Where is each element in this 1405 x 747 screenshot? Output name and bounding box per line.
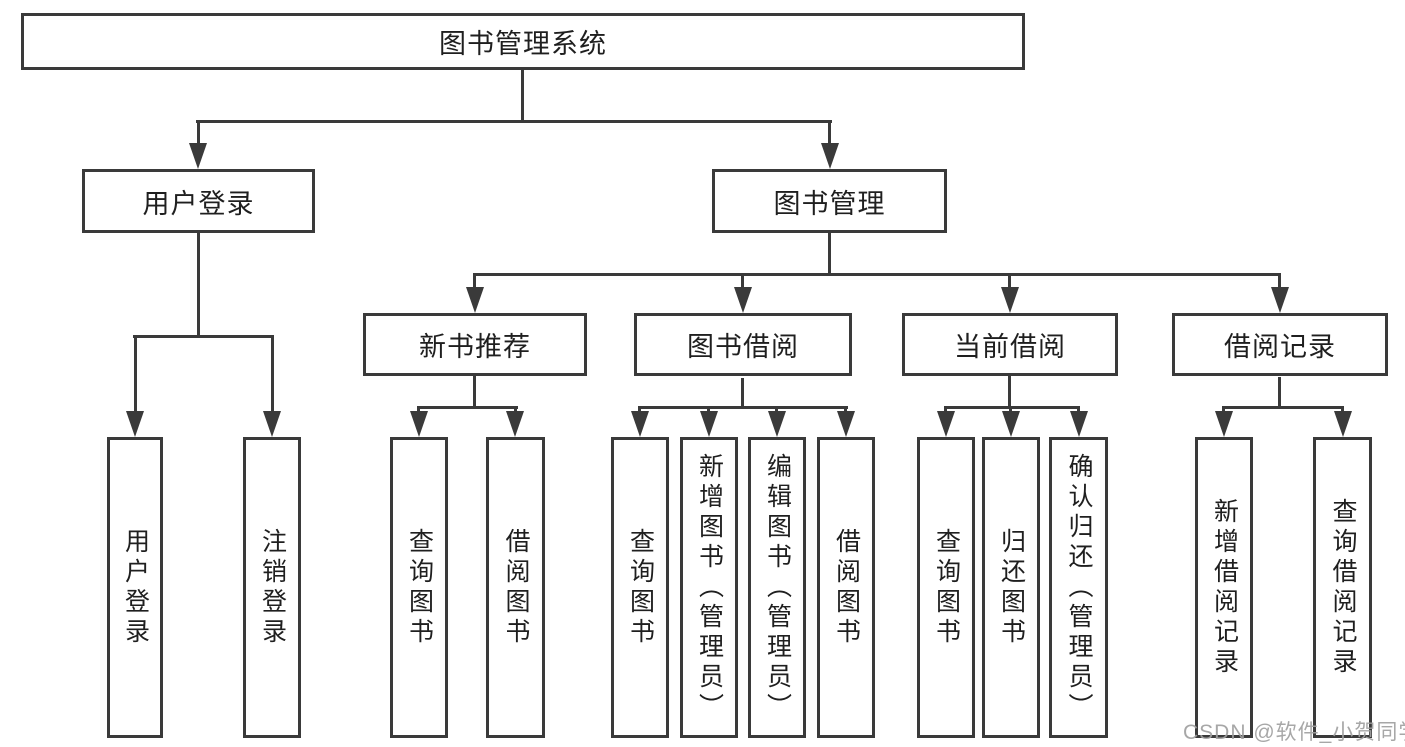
node-user-login: 用户登录 [82,169,315,233]
arrow-down-icon [410,411,428,437]
arrow-down-icon [466,287,484,313]
leaf-label: 注销登录 [258,527,287,648]
connector-borrow-record-drop-1 [1222,406,1225,414]
connector-book-borrow-drop-2 [707,406,710,414]
leaf-query-books-1: 查询图书 [390,437,448,738]
node-label: 图书借阅 [687,332,799,362]
arrow-down-icon [837,411,855,437]
arrow-down-icon [1002,411,1020,437]
leaf-query-books-2: 查询图书 [611,437,669,738]
connector-book-borrow-horizontal [638,406,848,409]
node-book-management: 图书管理 [712,169,947,233]
arrow-down-icon [1070,411,1088,437]
connector-book-mgmt-drop-2 [741,273,744,290]
connector-new-book-drop-1 [417,406,420,414]
connector-book-borrow-drop-4 [844,406,847,414]
node-label: 新书推荐 [419,332,531,362]
connector-root-drop-right [828,120,831,146]
node-root-system: 图书管理系统 [21,13,1025,70]
connector-new-book-horizontal [417,406,518,409]
connector-new-book-vertical [473,375,476,408]
leaf-return-book: 归还图书 [982,437,1040,738]
leaf-label: 编辑图书（管理员） [763,452,792,723]
connector-new-book-drop-2 [514,406,517,414]
connector-current-borrow-drop-1 [944,406,947,414]
leaf-label: 归还图书 [997,527,1026,648]
node-new-book-recommend: 新书推荐 [363,313,587,376]
connector-root-drop-left [197,120,200,146]
leaf-label: 用户登录 [121,527,150,648]
leaf-label: 确认归还（管理员） [1065,452,1093,723]
connector-book-mgmt-vertical [828,233,831,275]
leaf-add-borrow-record: 新增借阅记录 [1195,437,1253,738]
connector-user-login-vertical [197,233,200,337]
connector-user-login-drop-1 [134,335,137,415]
arrow-down-icon [821,143,839,169]
leaf-borrow-books-1: 借阅图书 [486,437,545,738]
leaf-confirm-return-admin: 确认归还（管理员） [1049,437,1108,738]
arrow-down-icon [734,287,752,313]
leaf-label: 查询图书 [932,527,961,648]
connector-current-borrow-drop-2 [1009,406,1012,414]
connector-current-borrow-vertical [1008,376,1011,408]
leaf-label: 查询图书 [405,527,434,648]
leaf-label: 查询图书 [626,527,655,648]
arrow-down-icon [1215,411,1233,437]
connector-book-borrow-drop-1 [638,406,641,414]
leaf-label: 借阅图书 [832,527,861,648]
csdn-watermark: CSDN @软件_小贺同学 [1183,721,1405,744]
arrow-down-icon [506,411,524,437]
connector-user-login-horizontal [133,335,274,338]
connector-borrow-record-horizontal [1222,406,1344,409]
connector-user-login-drop-2 [271,335,274,415]
arrow-down-icon [1334,411,1352,437]
arrow-down-icon [631,411,649,437]
leaf-query-books-3: 查询图书 [917,437,975,738]
leaf-logout: 注销登录 [243,437,301,738]
arrow-down-icon [189,143,207,169]
connector-book-mgmt-horizontal [473,273,1281,276]
node-label: 用户登录 [142,188,255,219]
leaf-add-book-admin: 新增图书（管理员） [680,437,738,738]
connector-book-mgmt-drop-3 [1008,273,1011,290]
arrow-down-icon [1001,287,1019,313]
leaf-label: 新增图书（管理员） [695,452,724,723]
node-label: 图书管理 [773,188,886,219]
node-current-borrow: 当前借阅 [902,313,1118,376]
leaf-label: 新增借阅记录 [1210,497,1239,678]
arrow-down-icon [937,411,955,437]
connector-current-borrow-drop-3 [1077,406,1080,414]
connector-book-borrow-drop-3 [775,406,778,414]
arrow-down-icon [768,411,786,437]
leaf-user-login: 用户登录 [107,437,163,738]
arrow-down-icon [126,411,144,437]
connector-borrow-record-vertical [1278,377,1281,408]
connector-book-borrow-vertical [741,378,744,408]
node-book-borrow: 图书借阅 [634,313,852,376]
arrow-down-icon [1271,287,1289,313]
leaf-edit-book-admin: 编辑图书（管理员） [748,437,806,738]
connector-borrow-record-drop-2 [1341,406,1344,414]
leaf-label: 查询借阅记录 [1329,497,1357,678]
node-label: 当前借阅 [954,332,1066,362]
node-label: 图书管理系统 [439,29,607,59]
connector-book-mgmt-drop-4 [1278,273,1281,290]
connector-book-mgmt-drop-1 [473,273,476,290]
leaf-label: 借阅图书 [502,527,530,648]
connector-current-borrow-horizontal [944,406,1080,409]
leaf-borrow-books-2: 借阅图书 [817,437,875,738]
leaf-query-borrow-record: 查询借阅记录 [1313,437,1372,738]
node-label: 借阅记录 [1224,332,1336,362]
connector-root-horizontal [196,120,832,123]
arrow-down-icon [700,411,718,437]
node-borrow-record: 借阅记录 [1172,313,1388,376]
connector-root-vertical [521,69,524,122]
arrow-down-icon [263,411,281,437]
